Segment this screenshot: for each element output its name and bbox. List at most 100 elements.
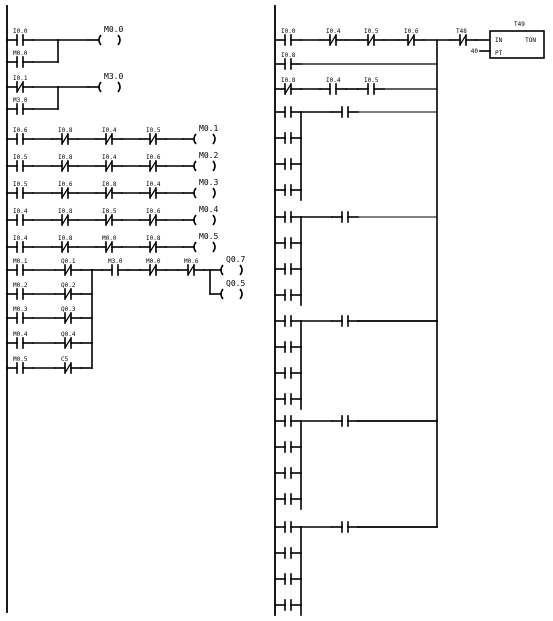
nc-contact: Q0.3 (54, 306, 82, 324)
no-contact (331, 415, 359, 427)
no-contact (331, 521, 359, 533)
contact-label: I0.5 (13, 181, 28, 188)
coil-bracket-right (117, 34, 121, 46)
no-contact: I0.4 (6, 235, 34, 253)
no-contact: I0.0 (6, 28, 34, 46)
coil-bracket-left (193, 187, 197, 199)
nc-contact: Q0.1 (54, 258, 82, 276)
nc-contact: M0.6 (177, 258, 205, 276)
contact-label: I0.8 (58, 235, 73, 242)
no-contact (331, 211, 359, 223)
contact-label: I0.5 (146, 127, 161, 134)
nc-contact: M0.0 (139, 258, 167, 276)
rung: I0.0M0.0M0.0 (6, 25, 123, 68)
contact-label: Q0.1 (61, 258, 76, 265)
contact-slash (149, 134, 157, 144)
contact-label: Q0.3 (61, 306, 76, 313)
contact-label: I0.4 (326, 28, 341, 35)
coil-bracket-right (212, 241, 216, 253)
nc-contact: I0.8 (139, 235, 167, 253)
contact-label: I0.4 (102, 154, 117, 161)
no-contact (274, 289, 302, 301)
contact-label: I0.6 (146, 208, 161, 215)
nc-contact: I0.8 (95, 181, 123, 199)
nc-contact: T48 (449, 28, 477, 46)
interlock-group (274, 521, 438, 616)
nc-contact: I0.5 (357, 28, 385, 46)
coil-bracket-right (117, 81, 121, 93)
contact-label: M0.1 (13, 258, 28, 265)
output-coil: Q0.7 (209, 255, 245, 276)
contact-label: I0.6 (58, 181, 73, 188)
contact-label: I0.8 (102, 181, 117, 188)
no-contact (331, 106, 359, 118)
contact-slash (64, 363, 72, 373)
interlock-group (274, 315, 438, 410)
contact-label: I0.0 (281, 28, 296, 35)
no-contact (274, 393, 302, 405)
timer-box (489, 30, 545, 59)
no-contact: M0.1 (6, 258, 34, 276)
coil-bracket-right (212, 160, 216, 172)
nc-contact: I0.8 (51, 208, 79, 226)
no-contact: I0.4 (319, 77, 347, 95)
no-contact: M3.0 (6, 97, 34, 115)
no-contact (274, 367, 302, 379)
contact-label: I0.8 (58, 127, 73, 134)
contact-slash (61, 215, 69, 225)
coil-bracket-left (193, 214, 197, 226)
contact-slash (61, 161, 69, 171)
no-contact (274, 184, 302, 196)
coil-bracket-left (193, 133, 197, 145)
coil-bracket-right (212, 187, 216, 199)
contact-slash (149, 242, 157, 252)
contact-slash (149, 265, 157, 275)
contact-label: I0.8 (58, 208, 73, 215)
output-coil: M0.3 (182, 178, 218, 199)
nc-contact: I0.4 (95, 127, 123, 145)
nc-contact: I0.6 (139, 154, 167, 172)
contact-slash (61, 188, 69, 198)
no-contact (274, 211, 302, 223)
no-contact (274, 341, 302, 353)
timer-type: TON (525, 37, 536, 44)
no-contact: I0.4 (6, 208, 34, 226)
output-coil: Q0.5 (209, 279, 245, 300)
nc-contact: I0.4 (95, 154, 123, 172)
no-contact (274, 547, 302, 559)
no-contact (274, 415, 302, 427)
no-contact (274, 158, 302, 170)
contact-label: I0.4 (13, 208, 28, 215)
nc-contact: I0.8 (51, 235, 79, 253)
nc-contact: I0.4 (319, 28, 347, 46)
coil-bracket-right (239, 288, 243, 300)
nc-contact: M0.0 (95, 235, 123, 253)
coil-bracket-left (98, 81, 102, 93)
contact-label: I0.8 (281, 77, 296, 84)
nc-contact: I0.5 (95, 208, 123, 226)
contact-slash (105, 242, 113, 252)
timer-in-label: IN (495, 37, 503, 44)
rung: I0.4 I0.8 M0.0 I0.8 M0.5 (6, 232, 218, 253)
contact-label: I0.4 (102, 127, 117, 134)
no-contact (274, 263, 302, 275)
contact-label: I0.8 (58, 154, 73, 161)
nc-contact: I0.8 (51, 154, 79, 172)
coil-label: M0.0 (104, 25, 123, 34)
contact-slash (407, 35, 415, 45)
contact-slash (61, 242, 69, 252)
coil-label: M0.4 (199, 205, 218, 214)
output-coil: M3.0 (87, 72, 123, 93)
coil-bracket-left (193, 241, 197, 253)
no-contact: M0.5 (6, 356, 34, 374)
timer-name: T49 (514, 21, 525, 28)
nc-contact: Q0.2 (54, 282, 82, 300)
no-contact: I0.6 (6, 127, 34, 145)
output-coil: M0.5 (182, 232, 218, 253)
